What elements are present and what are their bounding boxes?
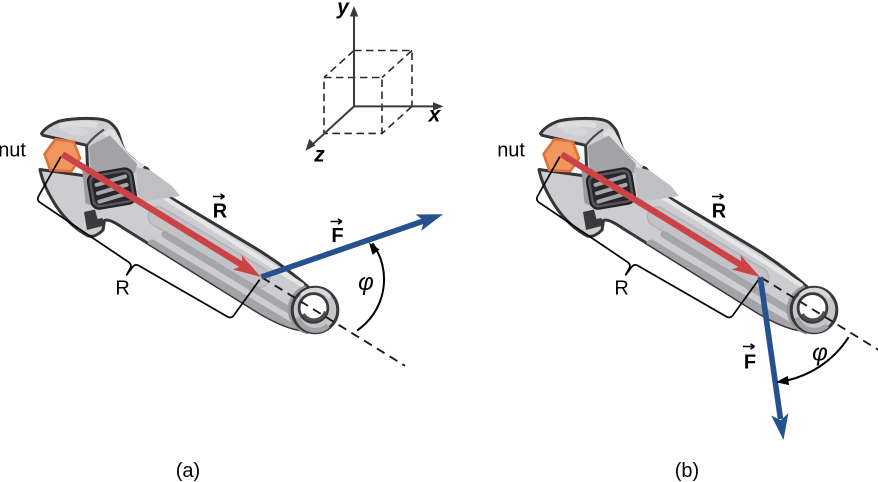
svg-text:x: x: [428, 104, 442, 127]
svg-text:F: F: [331, 225, 343, 247]
svg-text:(b): (b): [675, 460, 699, 482]
svg-text:F: F: [744, 352, 756, 374]
svg-text:(a): (a): [176, 460, 200, 482]
svg-text:φ: φ: [358, 269, 374, 296]
svg-text:y: y: [336, 0, 350, 19]
svg-text:z: z: [313, 144, 325, 167]
svg-text:φ: φ: [812, 340, 828, 367]
